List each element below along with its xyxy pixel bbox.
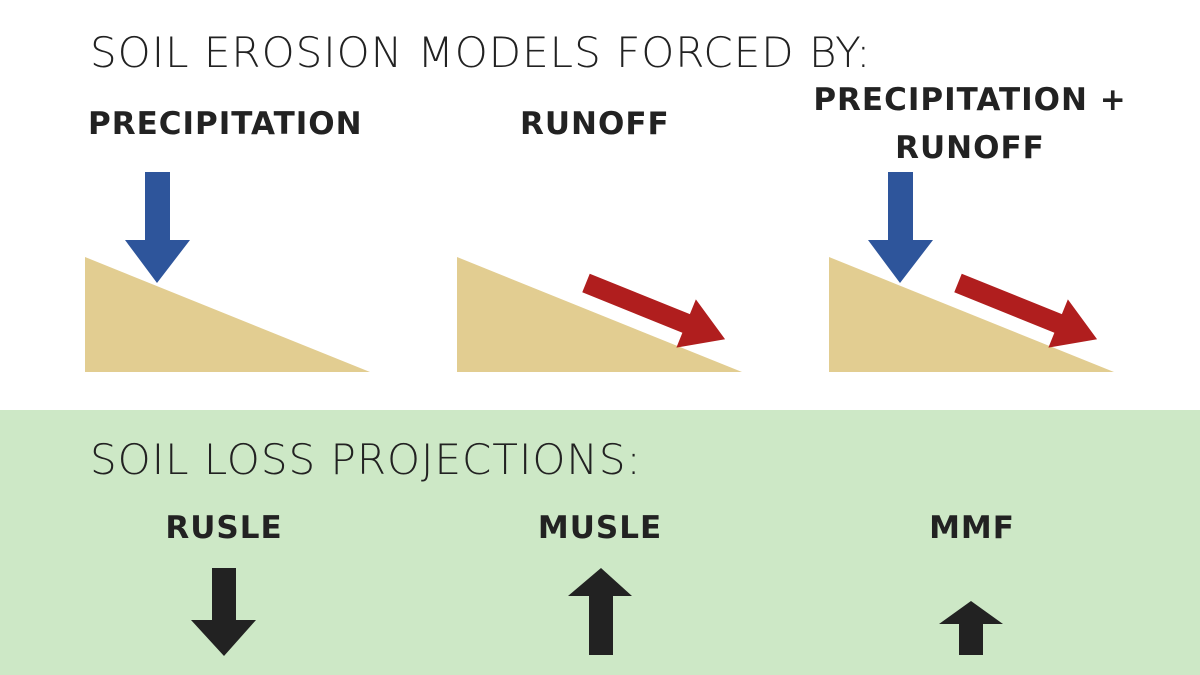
mmf-up-arrow-icon xyxy=(939,601,1003,655)
precipitation-arrow-icon xyxy=(125,172,190,283)
precipitation-runoff-label-line2: RUNOFF xyxy=(895,130,1045,166)
rusle-down-arrow-icon xyxy=(191,568,256,656)
slope-combined xyxy=(829,257,1114,372)
mmf-label: MMF xyxy=(929,510,1015,546)
runoff-arrow-combined-icon xyxy=(954,273,1098,348)
precipitation-runoff-label: PRECIPITATION + RUNOFF xyxy=(800,76,1140,172)
models-heading: SOIL EROSION MODELS FORCED BY: xyxy=(90,28,872,77)
slope-precipitation xyxy=(85,257,370,372)
runoff-label: RUNOFF xyxy=(520,106,670,142)
musle-up-arrow-icon xyxy=(568,568,632,655)
precipitation-runoff-label-line1: PRECIPITATION + xyxy=(813,82,1127,118)
musle-label: MUSLE xyxy=(537,510,663,546)
rusle-label: RUSLE xyxy=(165,510,283,546)
runoff-arrow-icon xyxy=(582,273,726,348)
precipitation-arrow-combined-icon xyxy=(868,172,933,283)
projections-heading: SOIL LOSS PROJECTIONS: xyxy=(90,435,642,484)
slope-runoff xyxy=(457,257,742,372)
precipitation-label: PRECIPITATION xyxy=(88,106,363,142)
